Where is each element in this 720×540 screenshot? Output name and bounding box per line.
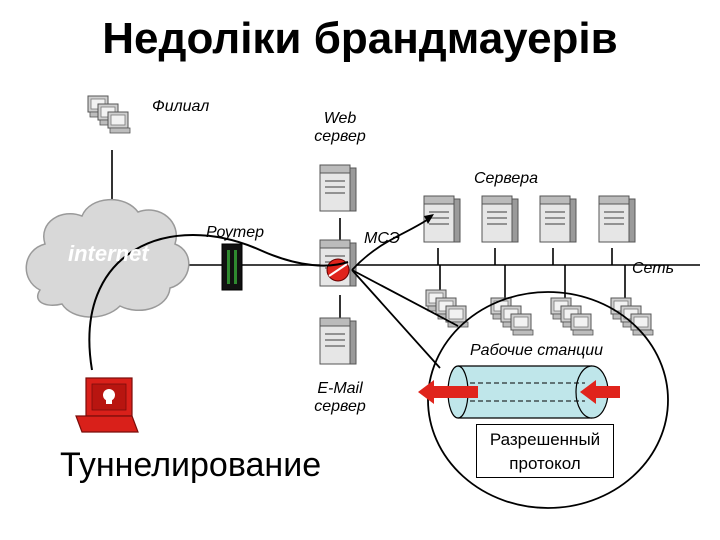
email-server-label: E-Mail сервер — [300, 380, 380, 416]
servers-label: Сервера — [474, 170, 539, 187]
web-server-label-line1: Web — [323, 110, 357, 127]
arrow-head — [424, 214, 434, 224]
tunnel-detail-ellipse — [427, 291, 669, 509]
tunnel-path — [88, 234, 349, 371]
email-server-label-line2: сервер — [314, 398, 366, 415]
web-server-label-line2: сервер — [314, 128, 366, 145]
workstations-label: Рабочие станции — [470, 342, 604, 359]
page-title: Недоліки брандмауерів — [102, 14, 618, 63]
tunneling-label: Туннелирование — [60, 446, 322, 484]
email-server-icon — [319, 317, 357, 365]
firewall-links — [351, 217, 459, 369]
network-label: Сеть — [632, 260, 675, 277]
allowed-protocol-line1: Разрешенный — [489, 430, 601, 449]
web-server-icon — [319, 164, 357, 212]
server-icon — [598, 195, 636, 243]
internet-cloud-icon — [25, 198, 190, 318]
email-server-label-line1: E-Mail — [317, 380, 363, 397]
workstation-icon — [426, 290, 468, 327]
tunnel-pipe — [447, 365, 609, 419]
attacker-computer-icon — [75, 377, 139, 433]
workstation-icon — [551, 298, 593, 335]
server-icon — [539, 195, 577, 243]
firewall-icon — [319, 239, 357, 287]
network-cables — [111, 150, 700, 318]
allowed-protocol-line2: протокол — [509, 454, 581, 473]
branch-computers-icon — [88, 96, 130, 133]
workstation-icon — [491, 298, 533, 335]
firewall-label: МСЭ — [364, 230, 400, 247]
internet-label: internet — [68, 241, 149, 266]
workstation-icon — [611, 298, 653, 335]
router-label: Роутер — [206, 224, 264, 241]
red-arrow — [418, 380, 620, 404]
allowed-protocol-box: Разрешенный протокол — [476, 424, 614, 478]
router-icon — [221, 243, 243, 291]
web-server-label: Web сервер — [305, 110, 375, 146]
branch-label: Филиал — [152, 98, 210, 115]
server-icon — [481, 195, 519, 243]
